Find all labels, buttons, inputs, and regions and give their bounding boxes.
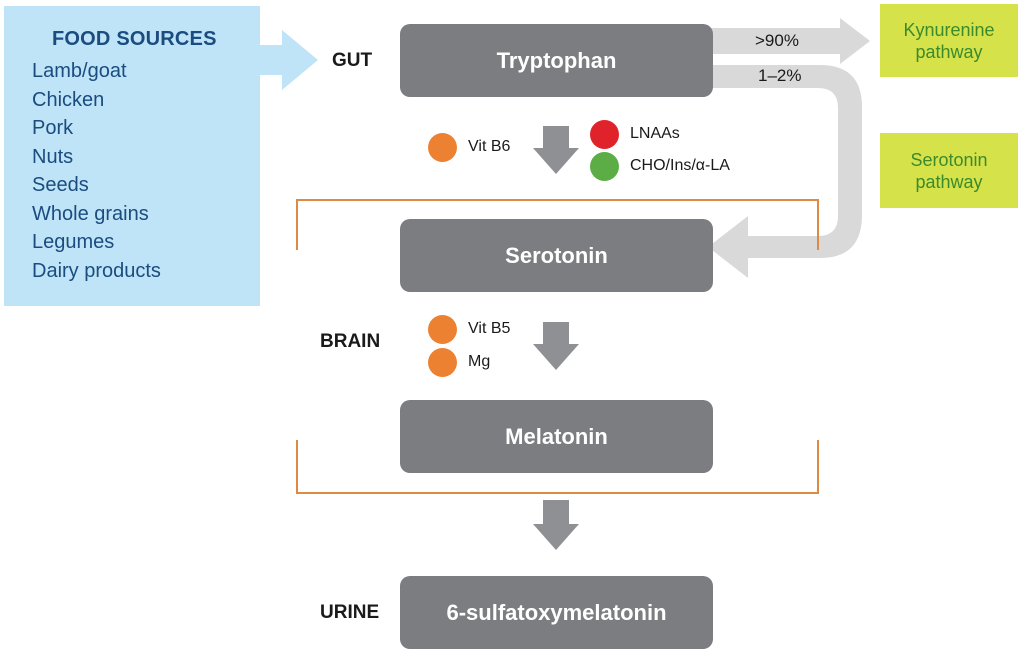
food-item: Whole grains — [32, 202, 149, 225]
stage-label-gut: GUT — [332, 50, 373, 71]
vit-b5-dot — [428, 315, 457, 344]
food-sources-title: FOOD SOURCES — [52, 28, 217, 50]
melatonin-to-urine-arrow — [533, 500, 579, 550]
brain-bracket-top — [296, 199, 819, 250]
kynurenine-pathway-box: Kynurenine pathway — [880, 4, 1018, 77]
serotonin-branch-arrow — [705, 65, 862, 278]
brain-bracket-bottom — [296, 440, 819, 494]
serotonin-node: Serotonin — [400, 219, 713, 292]
cho-label: CHO/Ins/α-LA — [630, 157, 730, 174]
tryptophan-to-serotonin-arrow — [533, 126, 579, 174]
food-sources-box: FOOD SOURCES Lamb/goat Chicken Pork Nuts… — [4, 6, 260, 306]
food-item: Chicken — [32, 88, 105, 111]
food-sources-list: Lamb/goat Chicken Pork Nuts Seeds Whole … — [32, 57, 260, 285]
kynurenine-branch-arrow — [705, 18, 870, 64]
serotonin-pathway-box: Serotonin pathway — [880, 133, 1018, 208]
food-item: Nuts — [32, 145, 74, 168]
vit-b6-dot — [428, 133, 457, 162]
cho-dot — [590, 152, 619, 181]
food-to-gut-arrow — [260, 30, 318, 90]
mg-label: Mg — [468, 353, 491, 370]
food-item: Pork — [32, 117, 74, 139]
food-item: Dairy products — [32, 259, 161, 282]
sulfatoxymelatonin-node: 6-sulfatoxymelatonin — [400, 576, 713, 649]
lnaas-label: LNAAs — [630, 125, 680, 142]
stage-label-urine: URINE — [320, 602, 380, 623]
vit-b5-label: Vit B5 — [468, 320, 511, 337]
food-item: Seeds — [32, 174, 89, 196]
food-item: Legumes — [32, 231, 115, 253]
kynurenine-percent-label: >90% — [755, 31, 799, 50]
food-item: Lamb/goat — [32, 60, 127, 82]
melatonin-node: Melatonin — [400, 400, 713, 473]
serotonin-to-melatonin-arrow — [533, 322, 579, 370]
stage-label-brain: BRAIN — [320, 331, 381, 352]
lnaas-dot — [590, 120, 619, 149]
serotonin-percent-label: 1–2% — [758, 66, 802, 85]
tryptophan-node: Tryptophan — [400, 24, 713, 97]
mg-dot — [428, 348, 457, 377]
vit-b6-label: Vit B6 — [468, 138, 511, 155]
